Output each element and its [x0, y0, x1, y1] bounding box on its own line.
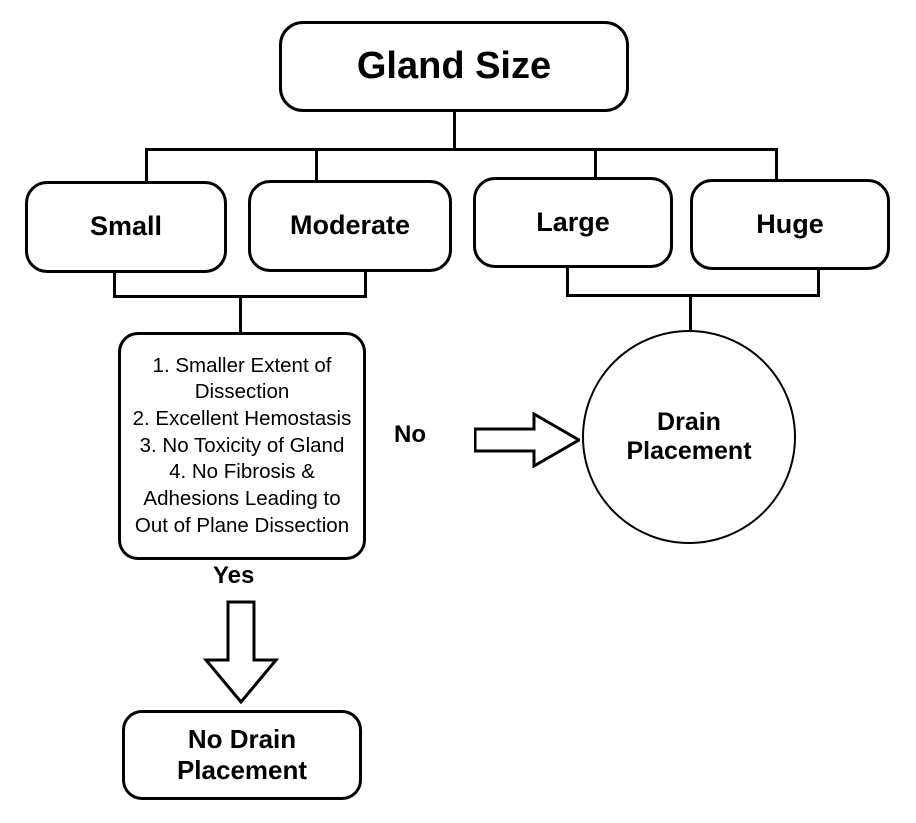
node-large-label: Large [536, 206, 610, 237]
node-moderate[interactable]: Moderate [248, 180, 452, 272]
node-small[interactable]: Small [25, 181, 227, 273]
criteria-line-7: Out of Plane Dissection [134, 513, 350, 537]
connector-drop-huge [775, 148, 778, 182]
node-criteria-list[interactable]: 1. Smaller Extent of Dissection 2. Excel… [118, 332, 366, 560]
criteria-line-1: 1. Smaller Extent of [152, 353, 332, 377]
criteria-line-3: 2. Excellent Hemostasis [132, 407, 352, 431]
connector-drop-moderate [315, 148, 318, 183]
connector-huge-down [817, 270, 820, 297]
connector-right-merge-bus [566, 294, 820, 297]
node-no-drain-placement[interactable]: No Drain Placement [122, 710, 362, 800]
arrow-right-icon [474, 412, 580, 468]
connector-criteria-stem [239, 295, 242, 334]
connector-drop-small [145, 148, 148, 183]
connector-moderate-down [364, 272, 367, 298]
arrow-down-icon [202, 600, 280, 704]
node-gland-size-label: Gland Size [356, 45, 552, 88]
node-drain-placement[interactable]: Drain Placement [582, 330, 796, 544]
drain-placement-line-1: Drain [657, 407, 721, 436]
connector-root-stem [453, 112, 456, 150]
connector-large-down [566, 268, 569, 297]
criteria-line-4: 3. No Toxicity of Gland [139, 433, 345, 457]
node-huge-label: Huge [756, 208, 824, 239]
connector-drop-large [594, 148, 597, 180]
connector-tier2-bus [145, 148, 778, 151]
no-drain-placement-line-2: Placement [176, 755, 308, 785]
criteria-line-5: 4. No Fibrosis & [169, 460, 315, 484]
drain-placement-line-2: Placement [626, 437, 752, 465]
edge-label-no: No [394, 421, 426, 448]
node-large[interactable]: Large [473, 177, 673, 268]
node-moderate-label: Moderate [289, 210, 411, 241]
edge-label-yes: Yes [213, 562, 255, 589]
connector-circle-stem [689, 294, 692, 337]
node-huge[interactable]: Huge [690, 179, 890, 270]
node-gland-size[interactable]: Gland Size [279, 21, 629, 112]
criteria-line-2: Dissection [194, 380, 290, 404]
node-small-label: Small [89, 211, 163, 242]
no-drain-placement-line-1: No Drain [187, 724, 297, 755]
criteria-line-6: Adhesions Leading to [143, 486, 341, 510]
connector-small-down [113, 272, 116, 298]
